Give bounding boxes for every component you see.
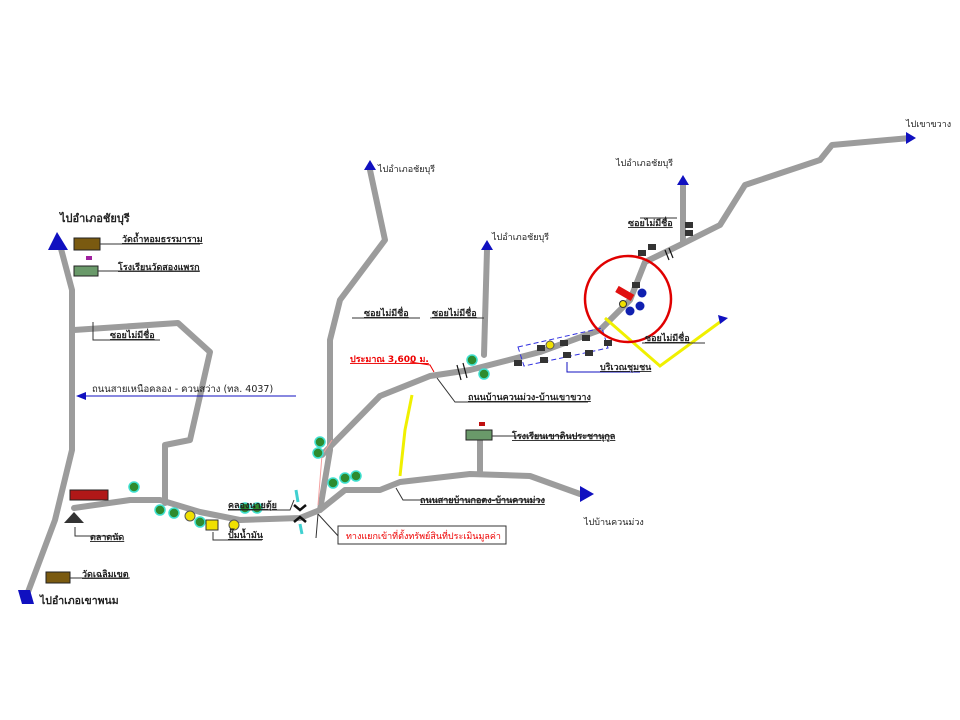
- gas-station-icon: [228, 519, 240, 531]
- arrow-up-icon: [677, 175, 689, 185]
- gas-station-icon: [184, 510, 196, 522]
- label-school-khao-din: โรงเรียนเขาดินประชานุกูล: [511, 430, 615, 442]
- tree-icon: [168, 507, 180, 519]
- label-soi: ซอยไม่มีชื่อ: [645, 331, 690, 344]
- tree-icon: [312, 447, 324, 459]
- label-school-song-phraek: โรงเรียนวัดสองแพรก: [117, 261, 200, 273]
- school-icon: [465, 429, 493, 441]
- label-to-chaiburi: ไปอำเภอชัยบุรี: [491, 232, 549, 243]
- community-area-box: [517, 327, 609, 367]
- houses: [514, 222, 693, 366]
- label-community: บริเวณชุมชน: [600, 362, 652, 373]
- trees: [128, 354, 490, 528]
- house-icon: [604, 340, 612, 346]
- tree-icon: [314, 436, 326, 448]
- road-khuan-muang-khao-khwang: [319, 135, 913, 458]
- label-to-chaiburi: ไปอำเภอชัยบุรี: [615, 158, 673, 169]
- house-icon: [537, 345, 545, 351]
- label-to-chaiburi: ไปอำเภอชัยบุรี: [377, 164, 435, 175]
- leader-lines: [70, 217, 705, 579]
- arrow-up-icon: [364, 160, 376, 170]
- label-wat-chaloem-khet: วัดเฉลิมเขต: [82, 569, 129, 580]
- tree-icon: [327, 477, 339, 489]
- yellow-track-1: [398, 394, 414, 477]
- house-icon: [582, 335, 590, 341]
- building-icon: [69, 489, 109, 501]
- label-soi: ซอยไม่มีชื่อ: [364, 306, 409, 319]
- soi-loop-road: [71, 320, 213, 506]
- main-road-west: [25, 242, 75, 595]
- branch-road-chaiburi: [481, 247, 490, 358]
- house-icon: [632, 282, 640, 288]
- property-marker: [615, 285, 647, 316]
- arrow-right-icon: [906, 132, 916, 144]
- tree-icon: [194, 516, 206, 528]
- tree-icon: [128, 481, 140, 493]
- house-icon: [540, 357, 548, 363]
- label-to-chaiburi: ไปอำเภอชัยบุรี: [58, 211, 130, 226]
- house-icon: [514, 360, 522, 366]
- temple-icon: [45, 571, 71, 584]
- arrow-south-icon: [18, 590, 34, 604]
- gas-pump-icon: [205, 519, 219, 531]
- house-icon: [685, 230, 693, 236]
- label-to-khao-khwang: ไปเขาขวาง: [905, 119, 951, 130]
- label-to-ban-khuan-muang: ไปบ้านควนม่วง: [583, 517, 644, 528]
- arrow-right-icon: [718, 315, 728, 324]
- community-pointer: [566, 362, 640, 373]
- tree-icon: [466, 354, 478, 366]
- canal-bridge-icon: [293, 489, 307, 535]
- arrow-left-icon: [76, 392, 86, 400]
- label-soi: ซอยไม่มีชื่อ: [110, 328, 155, 341]
- bridge-icon: [456, 247, 674, 381]
- house-icon: [560, 340, 568, 346]
- label-soi: ซอยไม่มีชื่อ: [432, 306, 477, 319]
- gas-station-icon: [545, 340, 555, 350]
- tree-icon: [154, 504, 166, 516]
- tree-icon: [478, 368, 490, 380]
- label-road-4037: ถนนสายเหนือคลอง - ควนสว่าง (ทล. 4037): [92, 384, 273, 395]
- yellow-track-2: [604, 316, 721, 368]
- house-icon: [685, 222, 693, 228]
- school-flag-icon: [479, 422, 485, 426]
- label-junction-note: ทางแยกเข้าที่ตั้งทรัพย์สินที่ประเมินมูลค…: [346, 529, 501, 542]
- school-flag-icon: [86, 256, 92, 260]
- house-icon: [585, 350, 593, 356]
- label-soi: ซอยไม่มีชื่อ: [628, 216, 673, 229]
- market-icon: [64, 512, 84, 523]
- house-icon: [638, 250, 646, 256]
- north-road: [317, 167, 388, 513]
- distance-pointer: [409, 361, 435, 373]
- temple-icon: [73, 237, 101, 251]
- junction-note-box: [337, 525, 507, 545]
- direction-arrows: [18, 132, 916, 604]
- label-road-ko-tong: ถนนสายบ้านกอตง-บ้านควนม่วง: [420, 495, 545, 506]
- tree-icon: [339, 472, 351, 484]
- house-icon: [648, 244, 656, 250]
- house-icon: [563, 352, 571, 358]
- label-wat-tham-hom: วัดถ้ำหอมธรรมาราม: [122, 232, 203, 245]
- label-to-khao-phanom: ไปอำเภอเขาพนม: [39, 594, 119, 607]
- label-road-khuan-muang-khao-khwang: ถนนบ้านควนม่วง-บ้านเขาขวาง: [468, 392, 591, 403]
- school-icon: [73, 265, 99, 277]
- roads: [25, 135, 913, 595]
- arrow-north-icon: [48, 232, 68, 250]
- label-market: ตลาดนัด: [90, 532, 124, 543]
- label-gas-station: ปั๊มน้ำมัน: [228, 528, 264, 541]
- label-distance: ประมาณ 3,600 ม.: [350, 354, 429, 365]
- label-canal: คลองนายตุ้ย: [228, 500, 277, 511]
- tree-icon: [350, 470, 362, 482]
- property-highlight-circle: [583, 254, 673, 344]
- arrow-up-icon: [481, 240, 493, 250]
- arrow-right-icon: [580, 486, 594, 502]
